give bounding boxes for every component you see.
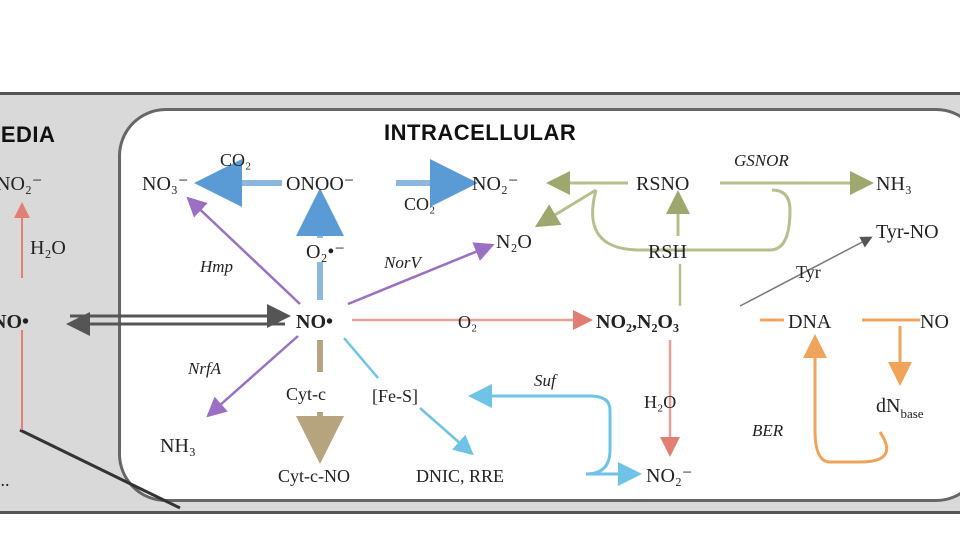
- arrow-no-to-fes: [343, 337, 379, 379]
- node-cytc: Cyt-c: [286, 384, 326, 404]
- node-co2-top: CO₂: [220, 150, 251, 170]
- label-gsnor: GSNOR: [734, 151, 789, 170]
- arrow-ber-loop: [803, 334, 889, 464]
- node-no-right: NO: [920, 311, 949, 333]
- node-dn: dNbase: [876, 395, 924, 421]
- arrow-hmp: [186, 196, 301, 305]
- label-suf: Suf: [534, 371, 558, 390]
- intracellular-title: INTRACELLULAR: [384, 120, 577, 145]
- node-nox: NO₂,N₂O₃: [596, 311, 679, 333]
- node-rsno: RSNO: [636, 173, 689, 195]
- node-no: NO•: [296, 311, 333, 333]
- arrow-rsh-loop: [591, 188, 792, 252]
- arrow-fes-to-dnic: [419, 407, 474, 456]
- node-nh3-bottom: NH₃: [160, 435, 196, 457]
- node-h2o: H₂O: [644, 392, 676, 412]
- node-nh3-top: NH₃: [876, 173, 912, 195]
- node-tyr-no: Tyr-NO: [876, 221, 939, 243]
- arrow-tyr: [739, 236, 873, 307]
- node-tyr: Tyr: [796, 262, 821, 282]
- node-no2-top: NO₂⁻: [472, 173, 518, 195]
- node-fes: [Fe-S]: [372, 386, 418, 406]
- node-dna: DNA: [788, 311, 832, 333]
- media-no2: NO₂⁻: [0, 173, 42, 195]
- node-no2-bottom: NO₂⁻: [646, 465, 692, 487]
- label-ber: BER: [752, 421, 784, 440]
- label-nrfa: NrfA: [187, 359, 222, 378]
- arrow-rsno-to-n2o: [534, 188, 597, 228]
- node-no3: NO₃⁻: [142, 173, 188, 195]
- media-bottom-text: ...: [0, 470, 10, 490]
- media-no: NO•: [0, 311, 29, 333]
- node-onoo: ONOO⁻: [286, 173, 354, 195]
- media-h2o: H₂O: [30, 237, 66, 259]
- label-norv: NorV: [383, 253, 423, 272]
- node-o2-superoxide: O₂•⁻: [306, 241, 345, 263]
- node-rsh: RSH: [648, 241, 687, 263]
- node-o2: O₂: [458, 312, 477, 332]
- media-title: MEDIA: [0, 122, 56, 147]
- arrow-norv: [347, 242, 495, 306]
- node-co2-bottom: CO₂: [404, 194, 435, 214]
- intracellular-panel: [118, 108, 960, 502]
- node-cytc-no: Cyt-c-NO: [278, 466, 350, 486]
- arrow-suf-loop: [468, 384, 612, 476]
- node-n2o: N₂O: [496, 231, 532, 253]
- node-dnic: DNIC, RRE: [416, 466, 504, 486]
- label-hmp: Hmp: [199, 257, 233, 276]
- panel-connector: [19, 428, 181, 510]
- arrow-nrfa: [206, 335, 299, 418]
